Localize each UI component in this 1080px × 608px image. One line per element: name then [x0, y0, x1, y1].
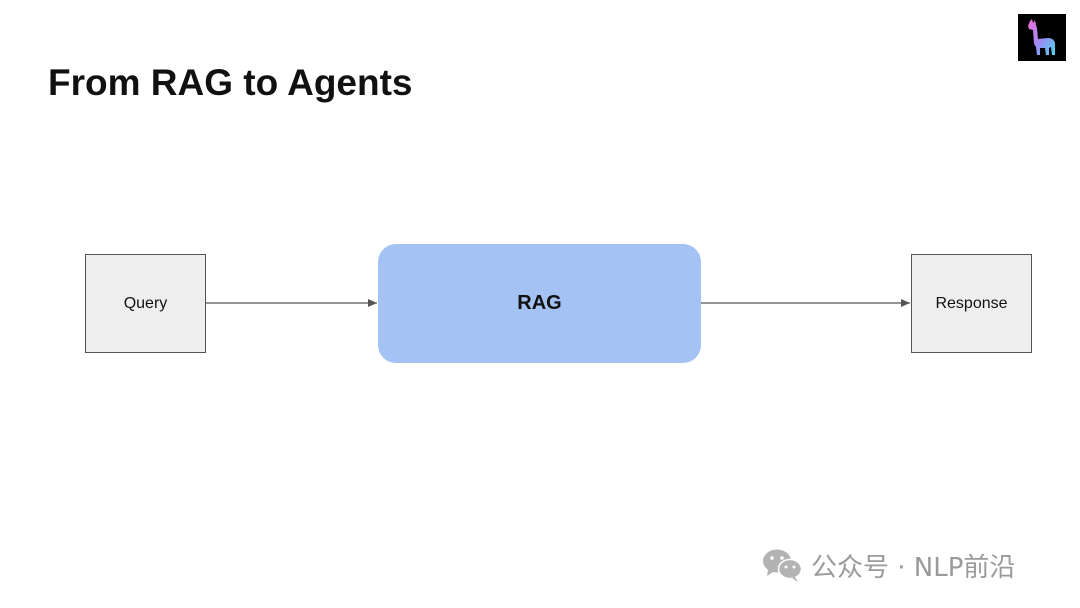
slide-title: From RAG to Agents: [48, 62, 413, 103]
rag-node-label: RAG: [517, 292, 562, 314]
response-node-label: Response: [935, 294, 1008, 312]
watermark-text: 公众号 · NLP前沿: [811, 552, 1016, 583]
watermark: 公众号 · NLP前沿: [761, 546, 1015, 584]
wechat-icon: [763, 549, 803, 582]
query-node-label: Query: [123, 294, 168, 312]
rag-node: RAG: [378, 244, 701, 363]
response-node: Response: [911, 254, 1032, 353]
query-node: Query: [85, 254, 206, 353]
llama-icon: [1028, 19, 1055, 55]
llama-logo: [1018, 14, 1066, 61]
